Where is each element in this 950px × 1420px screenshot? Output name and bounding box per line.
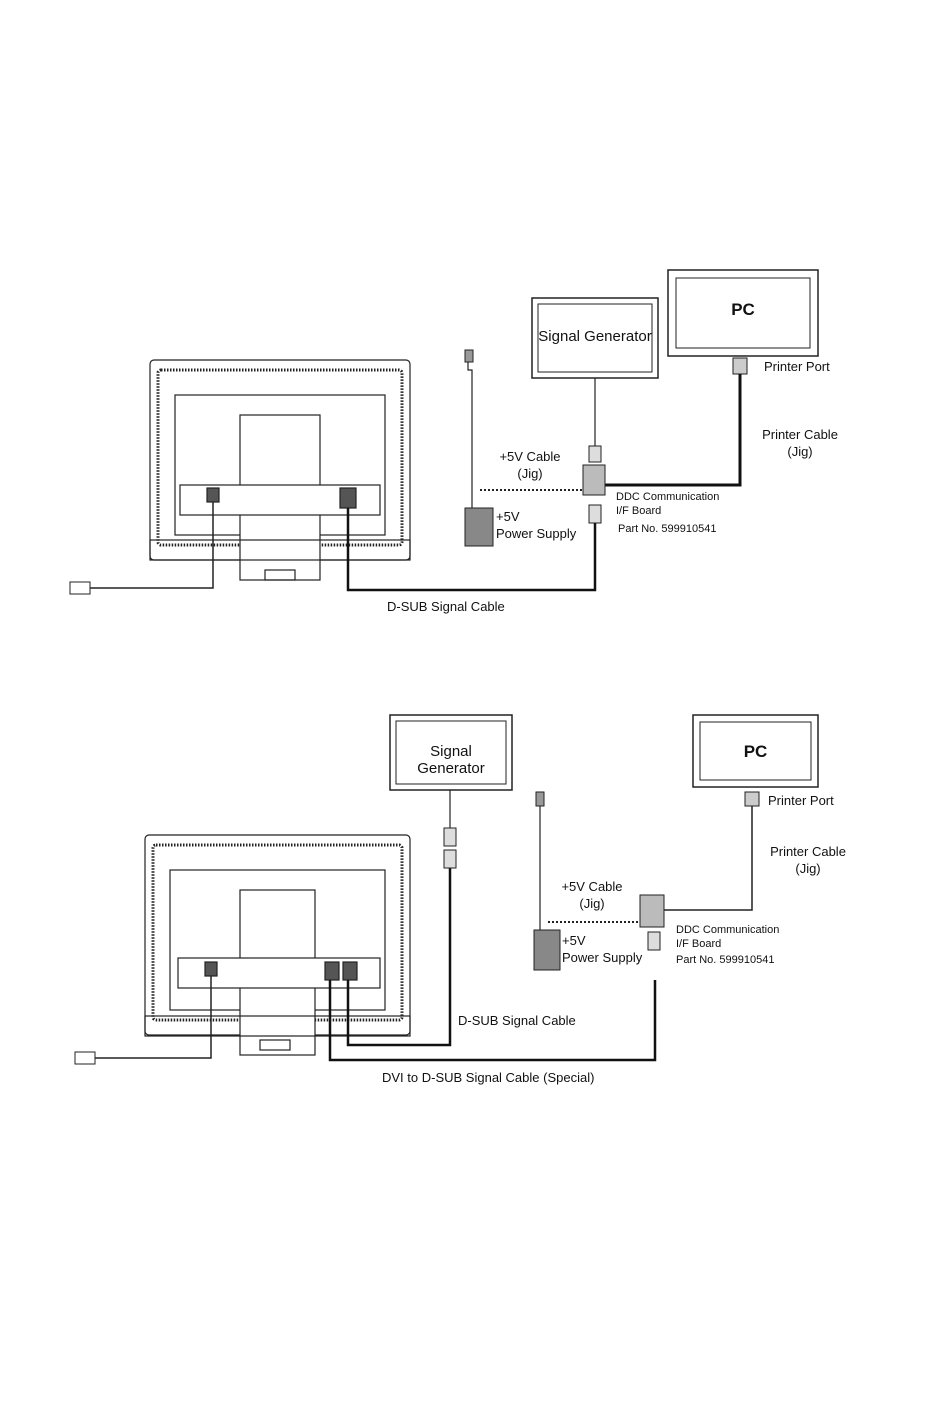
- ac-power-cable: [95, 976, 212, 1059]
- printer-cable-line1: Printer Cable: [770, 844, 846, 859]
- vga-connector-2: [443, 849, 457, 869]
- power-supply-icon: [533, 929, 561, 971]
- dsub-cable-label: D-SUB Signal Cable: [387, 599, 505, 614]
- pc-box: [692, 714, 819, 788]
- ac-power-cable: [90, 502, 214, 589]
- pc-label: PC: [731, 300, 755, 319]
- power-plug-icon: [535, 791, 545, 807]
- printer-cable: [662, 806, 753, 911]
- diagram-dvi-drawing: [74, 714, 819, 1065]
- vga-connector-1: [443, 827, 457, 847]
- ddc-board-icon: [639, 894, 665, 928]
- power-supply-line1: +5V: [562, 933, 586, 948]
- dvi-cable-line: [328, 980, 657, 1062]
- power-supply-line2: Power Supply: [496, 526, 577, 541]
- dsub-cable-line: [346, 868, 452, 1047]
- printer-cable-line2: (Jig): [787, 444, 813, 459]
- dvi-cable-label: DVI to D-SUB Signal Cable (Special): [382, 1070, 595, 1085]
- vga-connector-bottom: [588, 504, 602, 524]
- printer-port-label: Printer Port: [764, 359, 830, 374]
- dsub-cable-line: [346, 508, 597, 592]
- monitor-back: [144, 834, 411, 1056]
- printer-cable-line1: Printer Cable: [762, 427, 838, 442]
- power-supply-line2: Power Supply: [562, 950, 643, 965]
- connection-diagram-dvi: Signal Generator PC Printer Port Printer…: [0, 700, 950, 1100]
- power-supply-label: +5V Power Supply: [496, 508, 576, 542]
- connection-diagram-dsub: Signal Generator PC Printer Port Printer…: [0, 250, 950, 630]
- printer-port-connector: [744, 791, 760, 807]
- ddc-board-line1: DDC Communication: [616, 491, 720, 503]
- power-supply-line1: +5V: [496, 509, 520, 524]
- 5v-cable-label: +5V Cable (Jig): [552, 878, 632, 912]
- pc-label: PC: [743, 742, 768, 761]
- printer-port-connector: [732, 357, 748, 375]
- ddc-board-line2: I/F Board: [676, 938, 722, 950]
- monitor-back: [149, 359, 411, 581]
- dsub-cable-label: D-SUB Signal Cable: [458, 1013, 576, 1028]
- ac-plug-icon: [69, 581, 91, 595]
- ddc-board-label: DDC Communication I/F Board: [616, 490, 719, 518]
- ddc-board-line2: I/F Board: [616, 505, 662, 517]
- 5v-cable-line1: +5V Cable: [561, 879, 623, 894]
- power-cord: [467, 355, 473, 510]
- printer-cable-label: Printer Cable (Jig): [748, 843, 868, 877]
- power-plug-icon: [464, 349, 474, 363]
- printer-port-label: Printer Port: [768, 793, 834, 808]
- part-number-label: Part No. 599910541: [618, 523, 717, 535]
- signal-generator-label: Signal Generator: [538, 328, 652, 345]
- power-supply-icon: [464, 507, 494, 547]
- signal-generator-box: [389, 714, 513, 791]
- 5v-cable-label: +5V Cable (Jig): [490, 448, 570, 482]
- 5v-cable-line2: (Jig): [579, 896, 605, 911]
- ddc-board-icon: [582, 464, 606, 496]
- pc-box: [667, 269, 819, 357]
- ddc-board-line1: DDC Communication: [676, 924, 780, 936]
- ac-plug-icon: [74, 1051, 96, 1065]
- 5v-cable-line1: +5V Cable: [499, 449, 561, 464]
- printer-cable: [597, 374, 742, 487]
- 5v-cable-line2: (Jig): [517, 466, 543, 481]
- ddc-board-label: DDC Communication I/F Board: [676, 923, 779, 951]
- vga-connector-bottom: [647, 931, 661, 951]
- signal-generator-label: Signal Generator: [417, 743, 485, 777]
- printer-cable-line2: (Jig): [795, 861, 821, 876]
- printer-cable-label: Printer Cable (Jig): [740, 426, 860, 460]
- power-supply-label: +5V Power Supply: [562, 932, 642, 966]
- diagram-dsub-drawing: [69, 269, 819, 595]
- vga-connector-top: [588, 445, 602, 463]
- part-number-label: Part No. 599910541: [676, 954, 775, 966]
